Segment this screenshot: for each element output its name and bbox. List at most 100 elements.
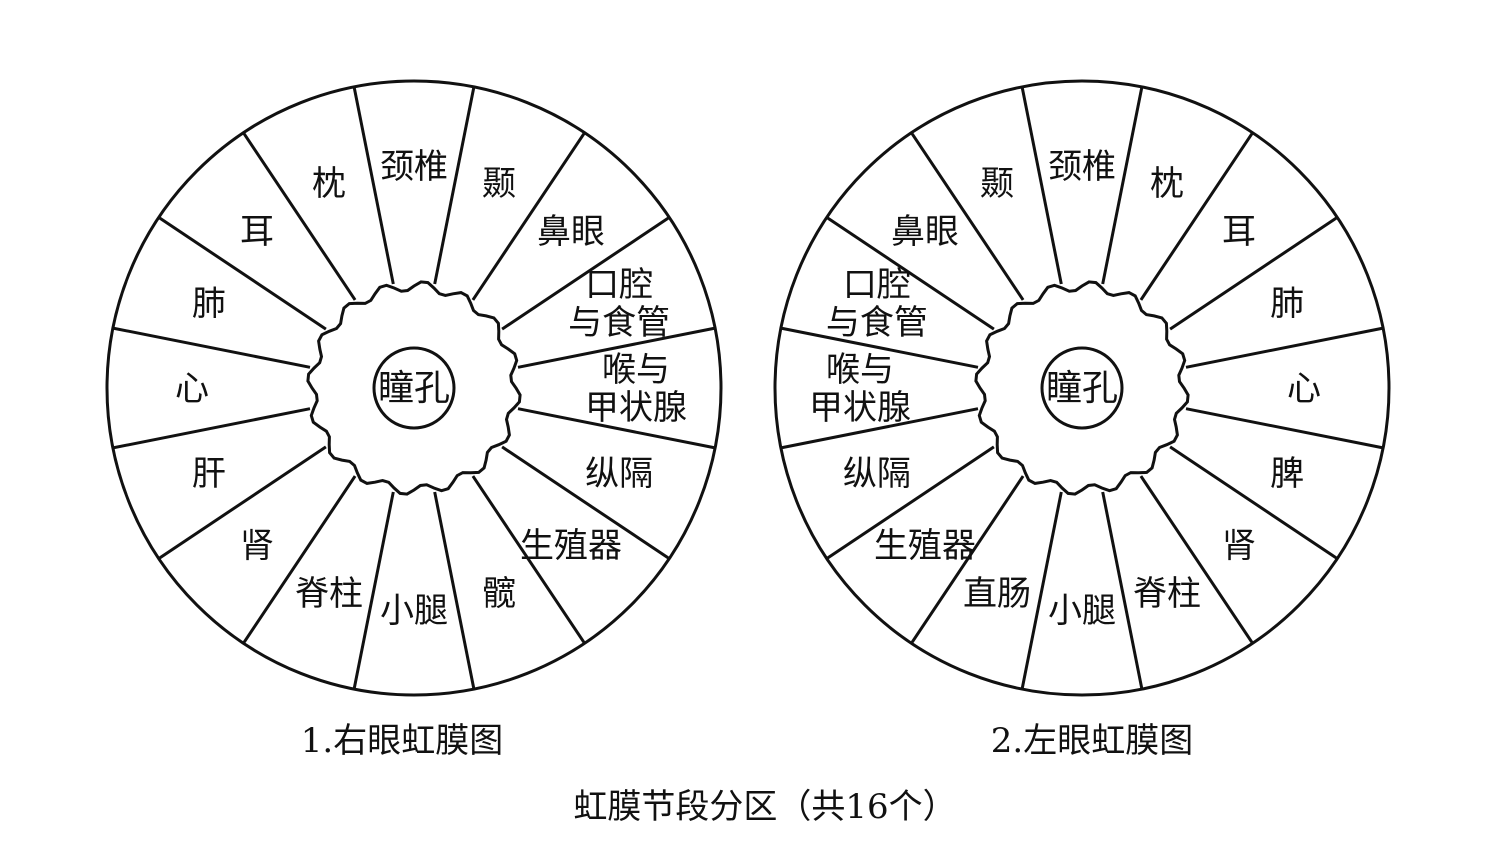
segment-label: 小腿 (1048, 591, 1116, 631)
segment-label: 生殖器 (874, 526, 976, 566)
pupil-label: 瞳孔 (378, 368, 450, 409)
segment-divider (471, 475, 586, 645)
segment-label: 颈椎 (1048, 147, 1116, 187)
segment-divider (1139, 131, 1254, 301)
segment-divider (1169, 445, 1339, 560)
iris-inner-boundary (306, 280, 522, 496)
segment-divider (352, 491, 395, 690)
segment-divider (1139, 475, 1254, 645)
segment-label: 心 (1287, 369, 1321, 409)
segment-label: 颈椎 (380, 147, 448, 187)
segment-label: 心 (175, 369, 209, 409)
segment-label-line: 鼻眼 (891, 212, 959, 252)
segment-label-line: 颞 (980, 164, 1014, 204)
segment-label: 纵隔 (585, 454, 653, 494)
left-eye-iris-diagram: 瞳孔 颈椎枕耳肺心脾肾脊柱小腿直肠 生殖器 纵隔 喉与甲状腺 口腔与食管 鼻眼颞 (773, 79, 1391, 697)
segment-divider (157, 216, 327, 331)
segment-label: 肝 (192, 454, 226, 494)
segment-label-line: 肺 (1270, 284, 1304, 324)
segment-label-line: 耳 (240, 212, 274, 252)
segment-label-line: 颈椎 (380, 147, 448, 187)
segment-label-line: 鼻眼 (537, 212, 605, 252)
segment-label: 肺 (1270, 284, 1304, 324)
segment-label-line: 与食管 (826, 303, 928, 343)
segment-label-line: 小腿 (1048, 591, 1116, 631)
segment-divider (517, 407, 716, 450)
right-eye-iris-diagram: 瞳孔颈椎颞鼻眼口腔与食管喉与甲状腺纵隔生殖器髋小腿脊柱肾肝心肺耳枕 (105, 79, 723, 697)
segment-label: 口腔与食管 (568, 265, 670, 343)
segment-label: 髋 (482, 574, 516, 614)
segment-label: 颞 (980, 164, 1014, 204)
segment-label-line: 心 (1287, 369, 1321, 409)
segment-label-line: 口腔 (585, 265, 653, 305)
segment-divider (910, 475, 1025, 645)
segment-label: 纵隔 (843, 454, 911, 494)
segment-divider (825, 445, 995, 560)
segment-label-line: 脾 (1270, 454, 1304, 494)
segment-label-line: 颈椎 (1048, 147, 1116, 187)
segment-label: 直肠 (963, 574, 1031, 614)
segment-label: 脊柱 (295, 574, 363, 614)
segment-label-line: 肾 (1222, 526, 1256, 566)
segment-label: 颞 (482, 164, 516, 204)
segment-label: 脾 (1270, 454, 1304, 494)
segment-label-line: 脊柱 (295, 574, 363, 614)
segment-label: 枕 (1150, 164, 1184, 204)
iris-outer-circle (773, 79, 1391, 697)
segment-divider (780, 407, 979, 450)
segment-divider (825, 216, 995, 331)
segment-label-line: 耳 (1222, 212, 1256, 252)
segment-divider (352, 86, 395, 285)
segment-label-line: 喉与 (826, 350, 894, 390)
segment-label-line: 口腔 (843, 265, 911, 305)
segment-divider (1169, 216, 1339, 331)
segment-label-line: 枕 (1150, 164, 1184, 204)
segment-divider (157, 445, 327, 560)
segment-label: 肾 (1222, 526, 1256, 566)
segment-divider (780, 326, 979, 369)
segment-divider (1020, 491, 1063, 690)
segment-label: 肺 (192, 284, 226, 324)
segment-label-line: 纵隔 (843, 454, 911, 494)
segment-label-line: 小腿 (380, 591, 448, 631)
segment-label: 鼻眼 (537, 212, 605, 252)
segment-divider (1020, 86, 1063, 285)
segment-label-line: 肾 (240, 526, 274, 566)
segment-divider (433, 86, 476, 285)
segment-label-line: 生殖器 (520, 526, 622, 566)
segment-divider (1185, 407, 1384, 450)
segment-divider (1101, 491, 1144, 690)
segment-label-line: 甲状腺 (809, 388, 911, 428)
segment-label-line: 甲状腺 (585, 388, 687, 428)
left-eye-caption: 2.左眼虹膜图 (991, 721, 1193, 761)
segment-divider (242, 131, 357, 301)
segment-divider (242, 475, 357, 645)
segment-label-line: 喉与 (602, 350, 670, 390)
segment-label-line: 心 (175, 369, 209, 409)
segment-divider (471, 131, 586, 301)
segment-label: 脊柱 (1133, 574, 1201, 614)
segment-label-line: 枕 (312, 164, 346, 204)
segment-label: 鼻眼 (891, 212, 959, 252)
segment-divider (1101, 86, 1144, 285)
pupil-label: 瞳孔 (1046, 368, 1118, 409)
segment-label-line: 生殖器 (874, 526, 976, 566)
segment-label-line: 直肠 (963, 574, 1031, 614)
segment-label: 枕 (312, 164, 346, 204)
segment-label-line: 髋 (482, 574, 516, 614)
segment-divider (1185, 326, 1384, 369)
figure-title: 虹膜节段分区（共16个） (573, 787, 956, 827)
segment-label-line: 脊柱 (1133, 574, 1201, 614)
right-eye-caption: 1.右眼虹膜图 (301, 721, 503, 761)
iris-outer-circle (105, 79, 723, 697)
segment-label: 耳 (1222, 212, 1256, 252)
segment-label: 耳 (240, 212, 274, 252)
segment-divider (112, 407, 311, 450)
segment-label: 喉与甲状腺 (585, 350, 687, 428)
iris-inner-boundary (974, 280, 1190, 496)
segment-label: 肾 (240, 526, 274, 566)
segment-label: 口腔与食管 (826, 265, 928, 343)
segment-divider (501, 216, 671, 331)
pupil-circle (1040, 346, 1124, 430)
